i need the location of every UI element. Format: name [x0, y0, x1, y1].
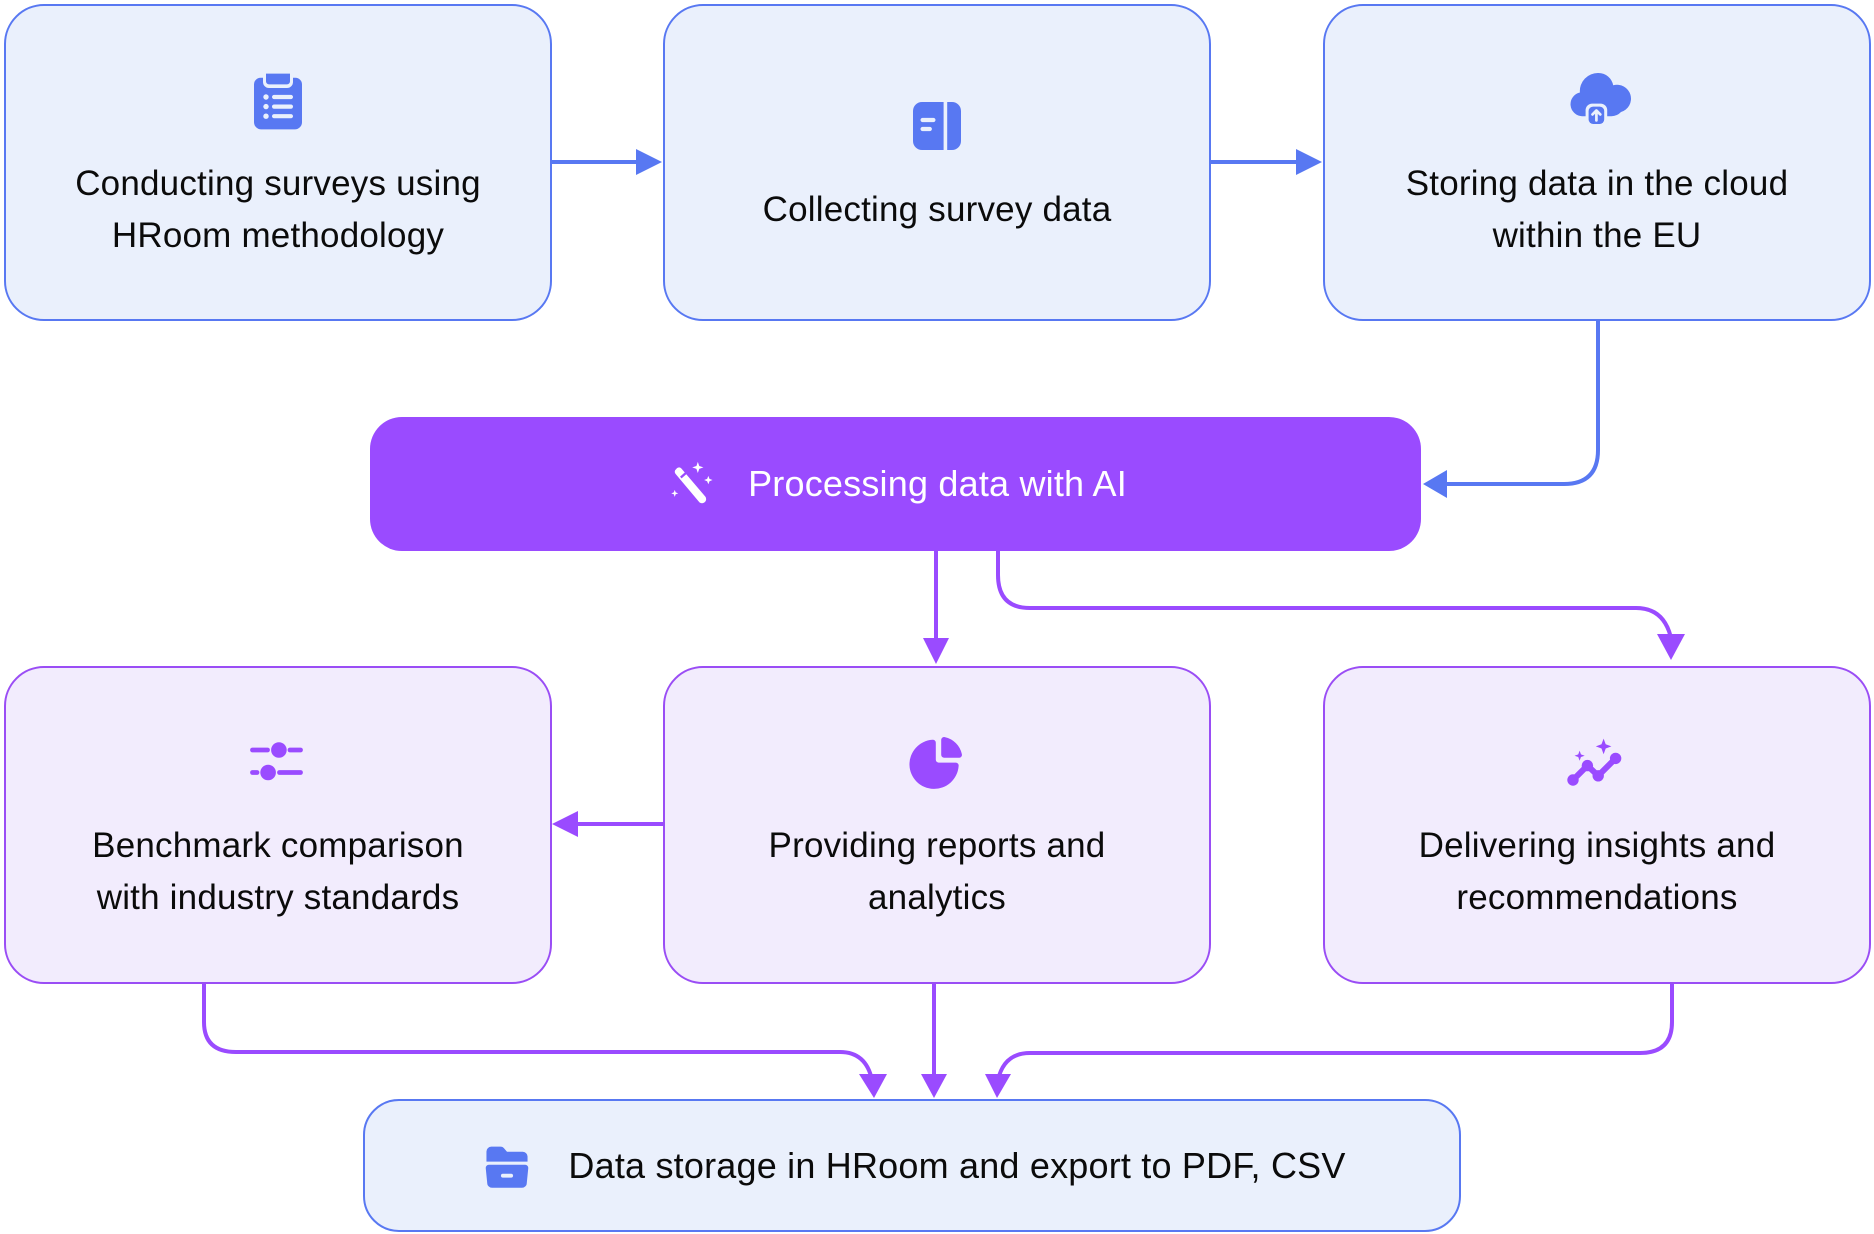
- label-line: with industry standards: [96, 878, 460, 917]
- label-line: analytics: [868, 878, 1006, 917]
- step-label: Conducting surveys using HRoom methodolo…: [75, 158, 481, 262]
- step-process-ai[interactable]: Processing data with AI: [370, 417, 1421, 551]
- label-line: Storing data in the cloud: [1405, 163, 1789, 203]
- step-label: Benchmark comparison with industry stand…: [92, 820, 464, 924]
- label-line: Conducting surveys using: [75, 163, 481, 203]
- sparkle-trend-icon: [1561, 726, 1633, 798]
- label-line: Benchmark comparison: [92, 826, 464, 865]
- step-label: Collecting survey data: [762, 189, 1112, 229]
- step-label: Data storage in HRoom and export to PDF,…: [568, 1144, 1346, 1186]
- label-line: Delivering insights and: [1418, 826, 1776, 865]
- arrow-reports-to-export: [921, 983, 947, 1098]
- arrow-collect-to-store: [1211, 149, 1322, 175]
- arrow-process-to-insights: [996, 551, 1685, 660]
- step-store-cloud[interactable]: Storing data in the cloud within the EU: [1323, 4, 1871, 321]
- arrow-process-to-reports: [923, 551, 949, 664]
- survey-form-icon: [901, 90, 973, 162]
- arrow-insights-to-export: [985, 983, 1674, 1098]
- cloud-upload-icon: [1561, 64, 1633, 136]
- magic-wand-icon: [664, 456, 720, 512]
- label-line: Providing reports and: [768, 826, 1106, 865]
- step-label: Storing data in the cloud within the EU: [1406, 158, 1788, 262]
- arrow-benchmark-to-export: [202, 983, 887, 1098]
- arrow-store-to-process: [1423, 320, 1600, 498]
- arrow-conduct-to-collect: [551, 149, 662, 175]
- step-collect-data[interactable]: Collecting survey data: [663, 4, 1211, 321]
- label-line: HRoom methodology: [111, 215, 445, 255]
- folder-icon: [478, 1137, 536, 1195]
- step-label: Providing reports and analytics: [769, 820, 1106, 924]
- sliders-icon: [242, 726, 314, 798]
- step-conduct-surveys[interactable]: Conducting surveys using HRoom methodolo…: [4, 4, 552, 321]
- clipboard-list-icon: [242, 64, 314, 136]
- pie-chart-icon: [901, 726, 973, 798]
- step-insights[interactable]: Delivering insights and recommendations: [1323, 666, 1871, 984]
- step-label: Delivering insights and recommendations: [1419, 820, 1776, 924]
- step-benchmark[interactable]: Benchmark comparison with industry stand…: [4, 666, 552, 984]
- step-reports[interactable]: Providing reports and analytics: [663, 666, 1211, 984]
- step-export[interactable]: Data storage in HRoom and export to PDF,…: [363, 1099, 1461, 1232]
- label-line: recommendations: [1456, 878, 1738, 917]
- arrow-reports-to-benchmark: [552, 811, 663, 837]
- step-label: Processing data with AI: [748, 463, 1127, 504]
- label-line: within the EU: [1492, 215, 1702, 255]
